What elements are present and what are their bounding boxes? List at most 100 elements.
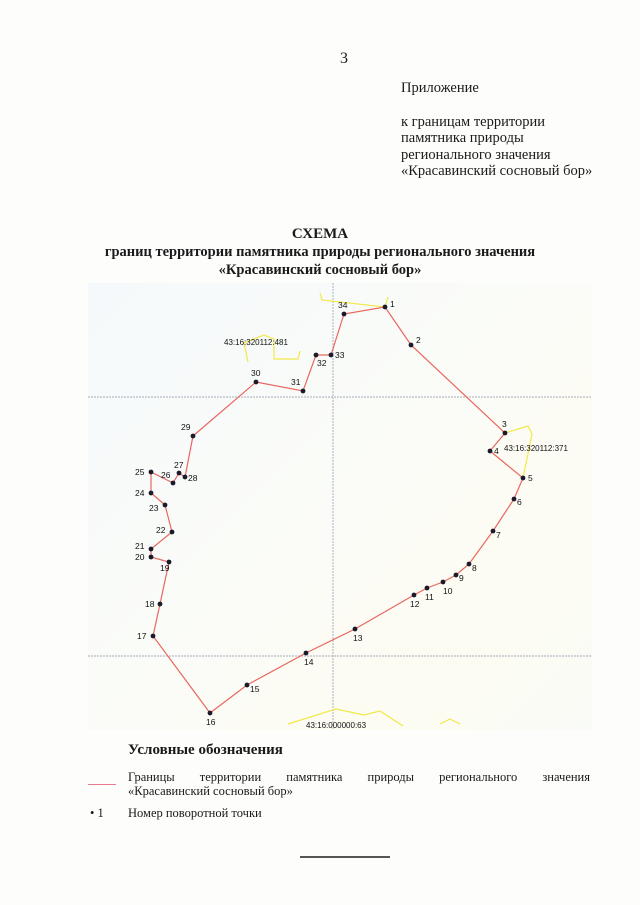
point-marker-icon bbox=[341, 311, 347, 317]
point-number-label: 32 bbox=[317, 358, 327, 368]
legend-word: регионального bbox=[439, 770, 518, 784]
turning-point-1: 1 bbox=[382, 299, 395, 310]
point-marker-icon bbox=[453, 572, 459, 578]
turning-point-31: 31 bbox=[291, 377, 306, 394]
parcel-outline-63 bbox=[287, 708, 404, 727]
parcel-outline-371 bbox=[504, 425, 533, 479]
point-number-label: 30 bbox=[251, 368, 261, 378]
point-marker-icon bbox=[170, 480, 176, 486]
point-number-label: 24 bbox=[135, 488, 145, 498]
turning-point-33: 33 bbox=[328, 350, 345, 360]
turning-point-13: 13 bbox=[352, 626, 363, 643]
turning-point-22: 22 bbox=[156, 525, 175, 535]
point-marker-icon bbox=[300, 388, 306, 394]
turning-point-11: 11 bbox=[424, 585, 434, 602]
point-number-label: 20 bbox=[135, 552, 145, 562]
point-number-label: 25 bbox=[135, 467, 145, 477]
point-number-label: 33 bbox=[335, 350, 345, 360]
appendix-line: памятника природы bbox=[401, 130, 524, 146]
point-marker-icon bbox=[157, 601, 163, 607]
point-marker-icon bbox=[303, 650, 309, 656]
turning-point-6: 6 bbox=[511, 496, 522, 507]
point-marker-icon bbox=[490, 528, 496, 534]
point-number-label: 18 bbox=[145, 599, 155, 609]
appendix-line: регионального значения bbox=[401, 146, 551, 163]
point-number-label: 3 bbox=[502, 419, 507, 429]
point-number-label: 4 bbox=[494, 446, 499, 456]
legend-boundary-line-icon bbox=[88, 784, 116, 785]
point-marker-icon bbox=[166, 559, 172, 565]
point-number-label: 21 bbox=[135, 541, 145, 551]
point-number-label: 1 bbox=[390, 299, 395, 309]
scheme-title: СХЕМА bbox=[291, 226, 349, 242]
appendix-title: Приложение bbox=[401, 80, 479, 96]
point-number-label: 7 bbox=[496, 530, 501, 540]
point-marker-icon bbox=[182, 474, 188, 480]
turning-point-2: 2 bbox=[408, 335, 421, 348]
turning-point-8: 8 bbox=[466, 561, 477, 573]
point-marker-icon bbox=[148, 554, 154, 560]
point-marker-icon bbox=[520, 475, 526, 481]
point-number-label: 29 bbox=[181, 422, 191, 432]
parcel-outline-63b bbox=[439, 718, 461, 725]
turning-point-4: 4 bbox=[487, 446, 499, 456]
parcel-outline-north bbox=[319, 292, 389, 308]
turning-point-32: 32 bbox=[313, 352, 327, 368]
point-number-label: 2 bbox=[416, 335, 421, 345]
legend-boundary-text-line1: Границы территории памятника природы рег… bbox=[128, 770, 590, 784]
turning-points: 1234567891011121314151617181920212223242… bbox=[135, 299, 533, 727]
cadastral-number-label: 43:16:320112:371 bbox=[504, 444, 568, 453]
point-number-label: 16 bbox=[206, 717, 216, 727]
turning-point-28: 28 bbox=[182, 473, 198, 483]
scheme-subtitle-line1: границ территории памятника природы реги… bbox=[104, 244, 536, 260]
point-number-label: 5 bbox=[528, 473, 533, 483]
point-number-label: 31 bbox=[291, 377, 301, 387]
legend-boundary-text-line2: «Красавинский сосновый бор» bbox=[128, 784, 293, 798]
point-marker-icon bbox=[148, 469, 154, 475]
turning-point-27: 27 bbox=[174, 460, 184, 476]
point-number-label: 13 bbox=[353, 633, 363, 643]
point-marker-icon bbox=[253, 379, 259, 385]
point-marker-icon bbox=[150, 633, 156, 639]
point-number-label: 14 bbox=[304, 657, 314, 667]
legend-word: природы bbox=[367, 770, 415, 784]
point-marker-icon bbox=[440, 579, 446, 585]
appendix-line: к границам территории bbox=[401, 113, 546, 130]
legend-title: Условные обозначения bbox=[128, 742, 283, 758]
turning-point-14: 14 bbox=[303, 650, 314, 667]
scheme-subtitle-line2: «Красавинский сосновый бор» bbox=[218, 262, 422, 278]
cadastral-labels: 43:16:320112:48143:16:320112:37143:16:00… bbox=[224, 338, 568, 730]
point-marker-icon bbox=[382, 304, 388, 310]
legend-word: Границы bbox=[128, 770, 175, 784]
point-marker-icon bbox=[148, 546, 154, 552]
point-marker-icon bbox=[466, 561, 472, 567]
point-number-label: 34 bbox=[338, 300, 348, 310]
point-number-label: 22 bbox=[156, 525, 166, 535]
point-number-label: 8 bbox=[472, 563, 477, 573]
turning-point-10: 10 bbox=[440, 579, 453, 596]
point-number-label: 11 bbox=[425, 592, 434, 602]
turning-point-26: 26 bbox=[161, 470, 176, 486]
turning-point-12: 12 bbox=[410, 592, 420, 609]
turning-point-21: 21 bbox=[135, 541, 154, 552]
point-marker-icon bbox=[502, 430, 508, 436]
point-number-label: 27 bbox=[174, 460, 184, 470]
point-marker-icon bbox=[190, 433, 196, 439]
turning-point-29: 29 bbox=[181, 422, 196, 439]
turning-point-34: 34 bbox=[338, 300, 348, 317]
point-number-label: 15 bbox=[250, 684, 260, 694]
legend-word: памятника bbox=[286, 770, 343, 784]
cadastral-number-label: 43:16:000000:63 bbox=[306, 721, 367, 730]
point-marker-icon bbox=[162, 502, 168, 508]
legend-point-symbol-icon: • 1 bbox=[90, 806, 104, 820]
legend-word: территории bbox=[199, 770, 262, 784]
point-number-label: 19 bbox=[160, 563, 170, 573]
turning-point-25: 25 bbox=[135, 467, 154, 477]
turning-point-24: 24 bbox=[135, 488, 154, 498]
point-number-label: 9 bbox=[459, 573, 464, 583]
turning-point-7: 7 bbox=[490, 528, 501, 540]
point-marker-icon bbox=[424, 585, 430, 591]
parcel-outline-481 bbox=[243, 334, 301, 363]
point-number-label: 12 bbox=[410, 599, 420, 609]
